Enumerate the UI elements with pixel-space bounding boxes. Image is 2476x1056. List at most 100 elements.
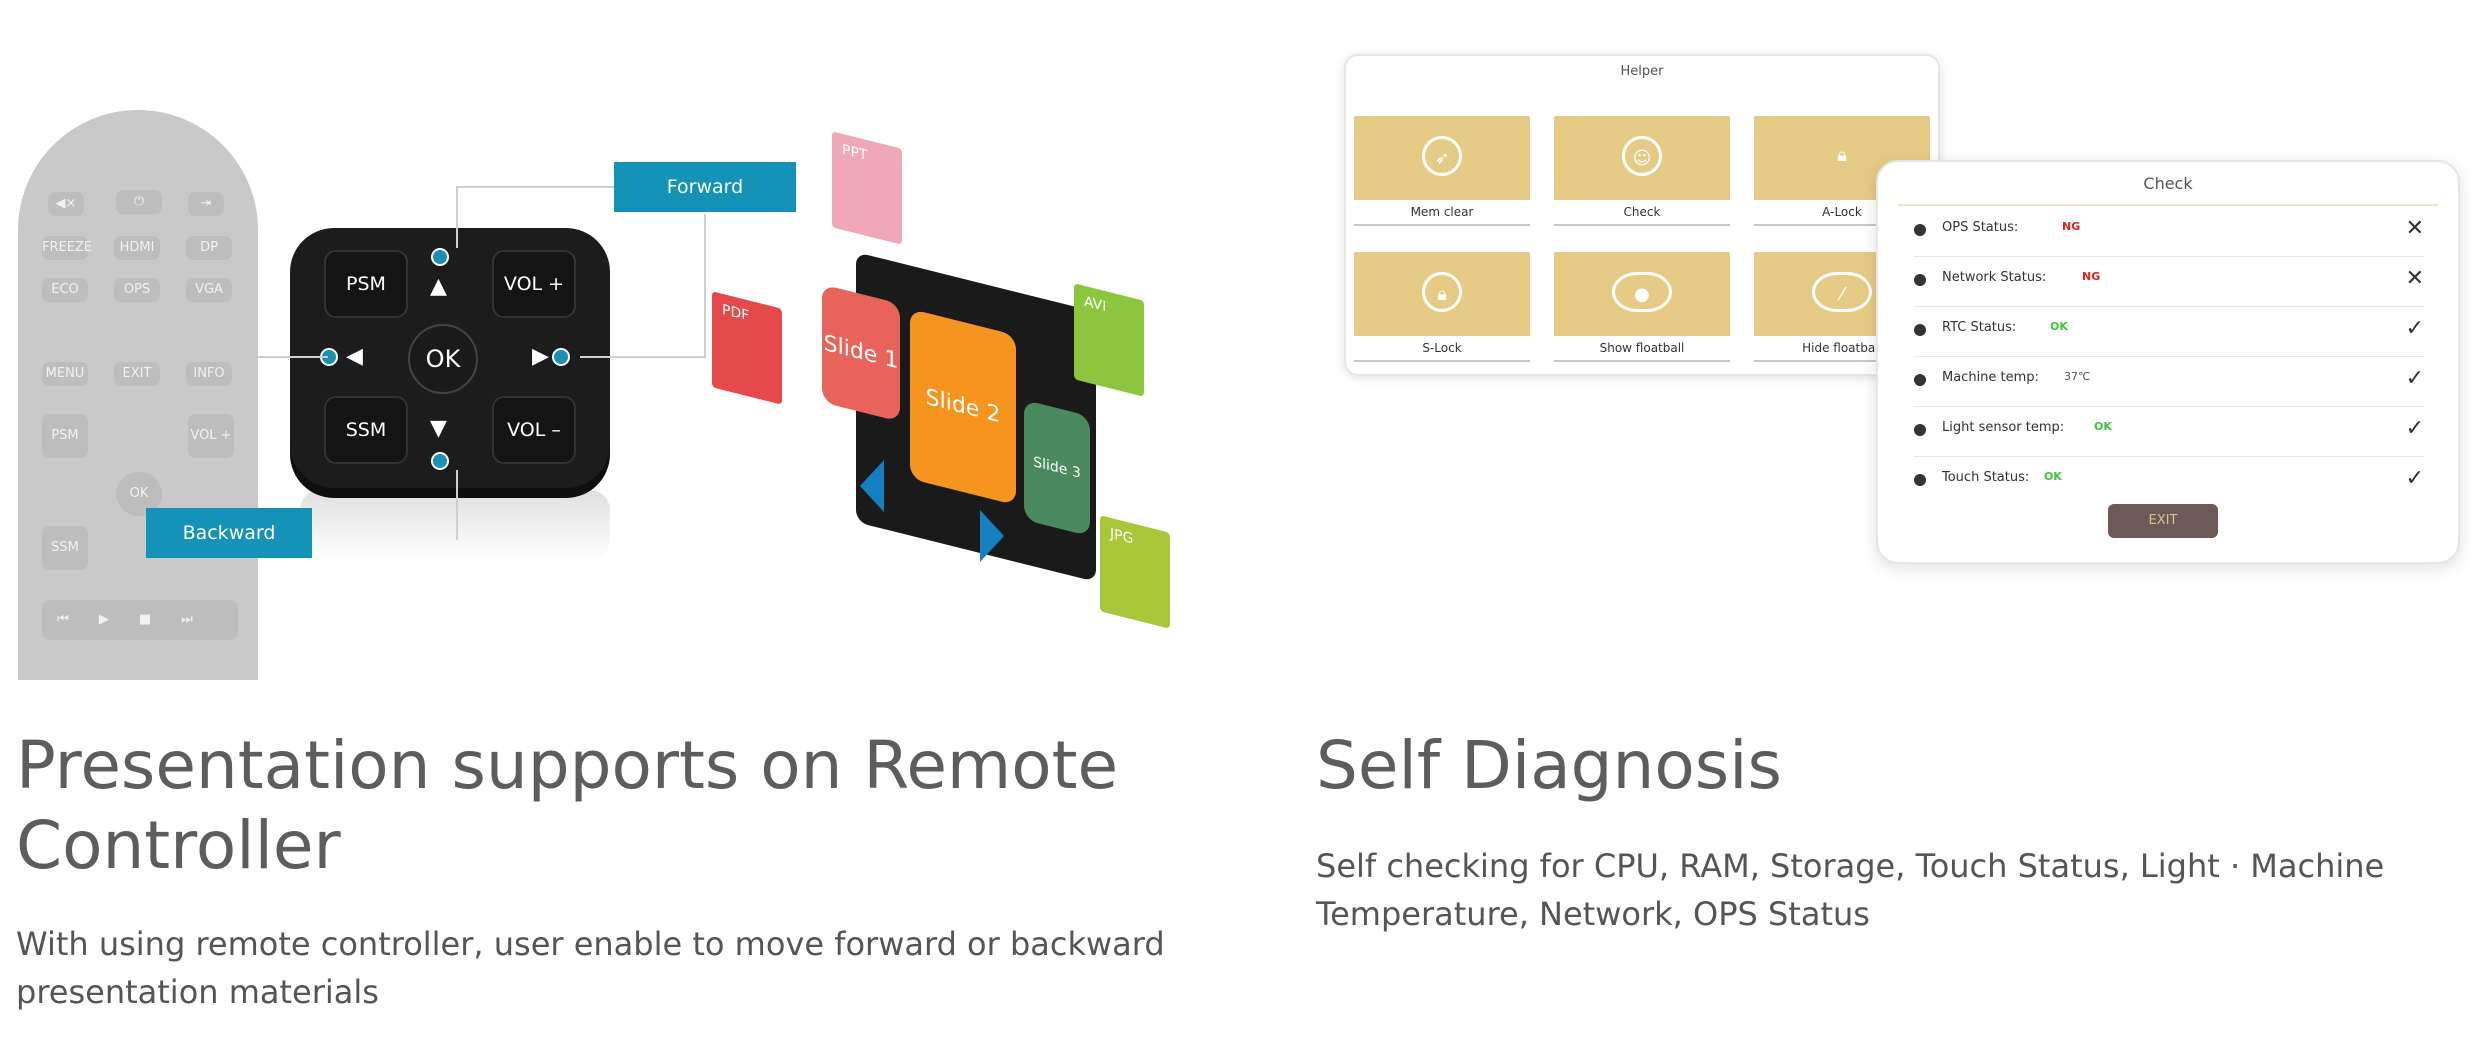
forward-callout: Forward [614,162,796,212]
title-divider [1898,204,2438,206]
row-label: Light sensor temp: [1942,420,2065,435]
remote-presentation-illustration: ◀× ⏻ ⇥ FREEZE HDMI DP ECO OPS VGA MENU E… [0,0,1240,680]
pass-icon: ✓ [2405,466,2424,491]
check-row: Light sensor temp: OK ✓ [1914,408,2424,457]
connector-line [580,356,706,358]
tile-check[interactable]: ☺ Check [1554,116,1730,226]
bullet [1914,424,1926,436]
bullet [1914,324,1926,336]
right-section-title: Self Diagnosis [1316,727,1782,804]
right-dot [552,348,570,366]
faded-key: EXIT [114,362,160,386]
tile-s-lock[interactable]: 🔒︎ S-Lock [1354,252,1530,362]
helper-title: Helper [1620,64,1664,79]
helper-window: Helper ➶ Mem clear ☺ Check 🔒︎ A-Lock 🔒︎ … [1344,54,1940,376]
check-row: Machine temp: 37℃ ✓ [1914,358,2424,407]
faded-key: HDMI [114,236,160,260]
faded-key: PSM [42,414,88,458]
pass-icon: ✓ [2405,366,2424,391]
backward-callout: Backward [146,508,312,558]
pdf-file-icon: PDF [712,291,782,405]
connector-line [704,214,706,358]
check-row: Network Status: NG ✕ [1914,258,2424,307]
prev-triangle-icon [860,460,884,512]
vol-minus-key: VOL – [492,396,576,464]
row-label: OPS Status: [1942,220,2019,235]
pad-reflection [300,490,610,560]
check-title: Check [2143,174,2193,193]
rocket-icon: ➶ [1422,136,1462,176]
faded-key: MENU [42,362,88,386]
faded-remote-controller: ◀× ⏻ ⇥ FREEZE HDMI DP ECO OPS VGA MENU E… [18,110,258,680]
exit-button[interactable]: EXIT [2108,504,2218,538]
right-section-description: Self checking for CPU, RAM, Storage, Tou… [1316,847,2385,933]
tile-label: S-Lock [1354,336,1530,362]
faded-key: FREEZE [42,236,92,260]
faded-key: VOL + [188,414,234,458]
jpg-file-icon: JPG [1100,515,1170,629]
row-status: NG [2082,270,2101,283]
slide-2: Slide 2 [910,308,1016,506]
lock-icon: 🔒︎ [1837,145,1847,166]
bullet [1914,474,1926,486]
eye-icon: ● [1612,272,1672,312]
next-triangle-icon [980,510,1004,562]
arrow-left-icon: ◀ [346,344,363,369]
faded-key: OK [116,472,162,516]
row-label: Network Status: [1942,270,2047,285]
avi-file-icon: AVI [1074,283,1144,397]
pass-icon: ✓ [2405,316,2424,341]
row-label: Touch Status: [1942,470,2030,485]
ppt-file-icon: PPT [832,131,902,245]
row-status: OK [2050,320,2068,333]
check-window: Check OPS Status: NG ✕ Network Status: N… [1876,160,2460,564]
input-icon: ⇥ [188,192,224,216]
pass-icon: ✓ [2405,416,2424,441]
connector-line [456,186,706,188]
faded-key: DP [186,236,232,260]
bullet [1914,224,1926,236]
row-status: OK [2094,420,2112,433]
mute-icon: ◀× [48,192,84,216]
connector-line [258,356,328,358]
fail-icon: ✕ [2405,266,2424,291]
row-status: NG [2062,220,2081,233]
faded-key: SSM [42,526,88,570]
check-row: Touch Status: OK ✓ [1914,458,2424,506]
faded-key: ECO [42,278,88,302]
connector-line [456,470,458,540]
bullet [1914,374,1926,386]
faded-key: INFO [186,362,232,386]
up-dot [431,248,449,266]
row-status: 37℃ [2064,370,2091,383]
lock-circle-icon: 🔒︎ [1422,272,1462,312]
tile-label: Show floatball [1554,336,1730,362]
eye-off-icon: ⁄ [1812,272,1872,312]
check-row: RTC Status: OK ✓ [1914,308,2424,357]
arrow-down-icon: ▼ [430,416,447,441]
ok-key: OK [408,324,478,394]
ssm-key: SSM [324,396,408,464]
row-label: Machine temp: [1942,370,2039,385]
connector-line [456,186,458,248]
power-icon: ⏻ [116,190,162,214]
down-dot [431,452,449,470]
slide-1: Slide 1 [822,284,900,422]
bullet [1914,274,1926,286]
fail-icon: ✕ [2405,216,2424,241]
faded-key: OPS [114,278,160,302]
left-section-description: With using remote controller, user enabl… [16,925,1165,1011]
tile-mem-clear[interactable]: ➶ Mem clear [1354,116,1530,226]
vol-plus-key: VOL + [492,250,576,318]
row-label: RTC Status: [1942,320,2017,335]
psm-key: PSM [324,250,408,318]
faded-key: VGA [186,278,232,302]
row-status: OK [2044,470,2062,483]
tile-show-floatball[interactable]: ● Show floatball [1554,252,1730,362]
check-row: OPS Status: NG ✕ [1914,208,2424,257]
slide-3: Slide 3 [1024,399,1090,537]
robot-icon: ☺ [1622,136,1662,176]
left-section-title: Presentation supports on Remote Controll… [16,727,1119,884]
self-diagnosis-illustration: Helper ➶ Mem clear ☺ Check 🔒︎ A-Lock 🔒︎ … [1300,0,2476,680]
arrow-up-icon: ▲ [430,274,447,299]
